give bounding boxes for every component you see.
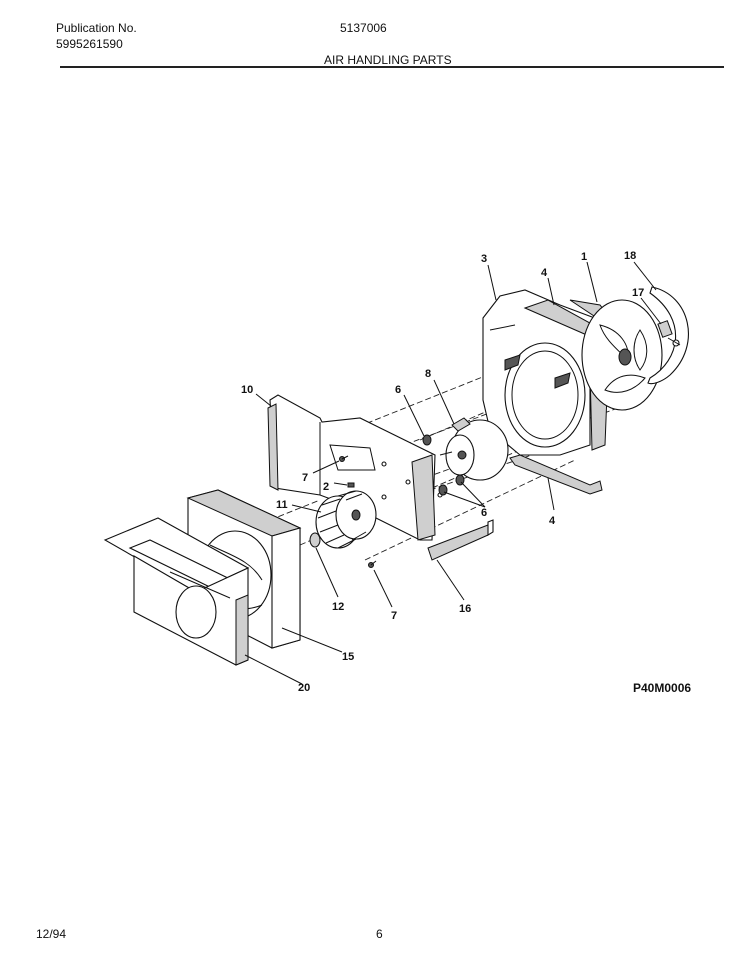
shroud-ring-part-18 [647, 286, 689, 385]
model-number: 5137006 [340, 21, 387, 35]
callout-18: 18 [624, 250, 636, 262]
callout-16: 16 [459, 603, 471, 615]
callout-8: 8 [425, 368, 431, 380]
blower-wheel-part-11 [315, 490, 377, 549]
clamp-part-12 [309, 532, 321, 548]
callout-2: 2 [323, 481, 329, 493]
callout-17: 17 [632, 287, 644, 299]
callout-6-bottom: 6 [481, 507, 487, 519]
clamp-part-17 [657, 320, 681, 347]
screw-part-7 [339, 455, 377, 568]
header-rule [60, 66, 724, 68]
callout-7-top: 7 [302, 472, 308, 484]
publication-label: Publication No. [56, 21, 137, 35]
footer-date: 12/94 [36, 927, 67, 941]
shroud-part-3 [482, 289, 611, 456]
callout-labels: 3 4 1 18 17 8 6 10 7 2 11 6 4 12 7 16 15… [241, 250, 691, 695]
callout-11: 11 [276, 499, 288, 511]
clip-part-2 [347, 482, 355, 488]
callout-12: 12 [332, 601, 344, 613]
callout-3: 3 [481, 253, 487, 265]
callout-4-top: 4 [541, 267, 548, 279]
page-number: 6 [376, 927, 383, 941]
callout-4-bottom: 4 [549, 515, 556, 527]
motor-part-8 [439, 417, 509, 481]
callout-6-top: 6 [395, 384, 401, 396]
section-title: AIR HANDLING PARTS [324, 53, 452, 67]
callout-15: 15 [342, 651, 354, 663]
drawing-code: P40M0006 [633, 681, 691, 695]
callout-1: 1 [581, 251, 587, 263]
bracket-part-16 [427, 519, 494, 561]
panel-part-10 [267, 394, 443, 541]
callout-7-bottom: 7 [391, 610, 397, 622]
callout-10: 10 [241, 384, 253, 396]
publication-number: 5995261590 [56, 37, 123, 51]
fan-blade-part-1 [581, 299, 663, 411]
leader-lines [244, 261, 662, 685]
callout-20: 20 [298, 682, 310, 694]
frame-part-20 [103, 517, 250, 666]
